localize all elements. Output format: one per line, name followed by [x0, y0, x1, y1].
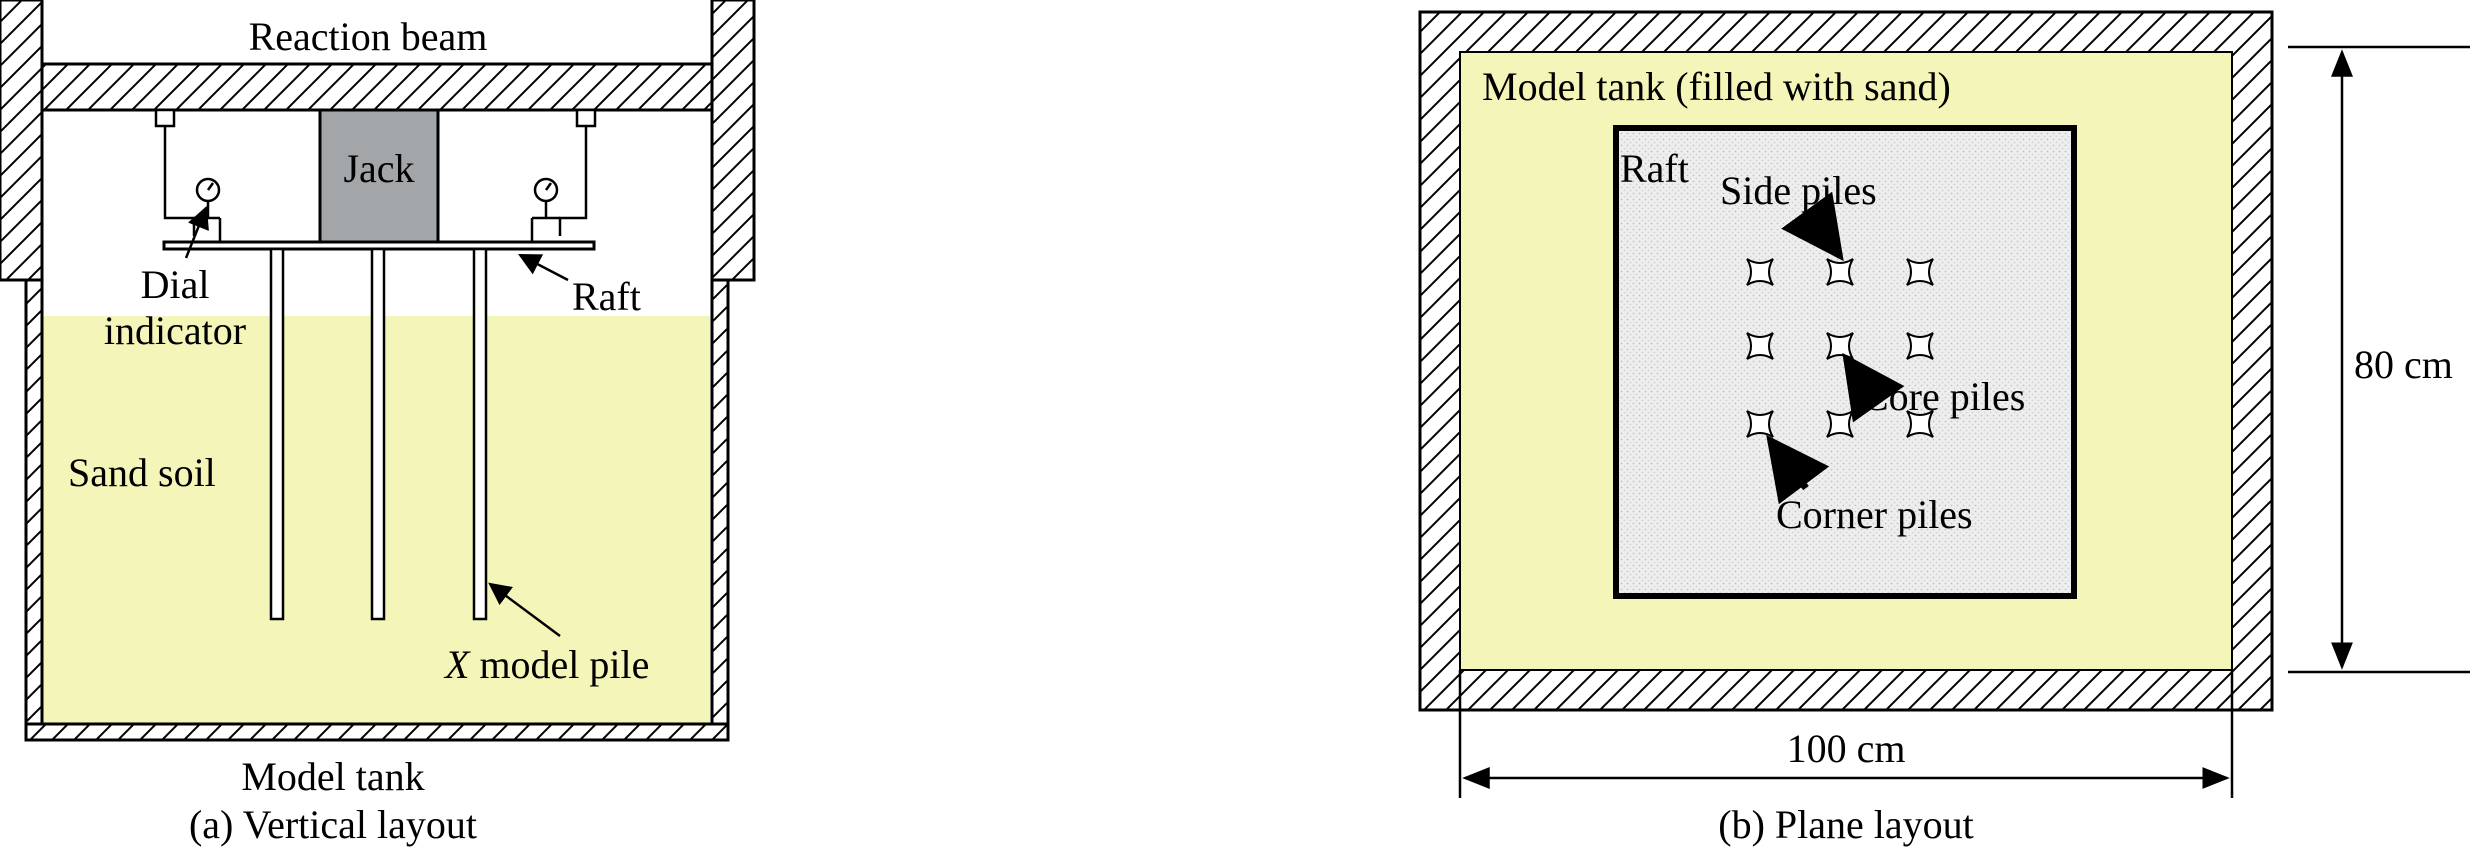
plane-layout-caption: (b) Plane layout — [1718, 802, 1974, 847]
vertical-layout-diagram: Reaction beam Jack Dial indicator Raft S… — [0, 0, 756, 847]
side-pile — [1826, 410, 1854, 438]
dial-label-line1: Dial — [141, 262, 210, 307]
side-piles-arrow — [1781, 191, 1844, 262]
reaction-beam — [40, 62, 714, 112]
dial-indicator-right — [530, 108, 597, 242]
width-dimension-label: 100 cm — [1787, 726, 1906, 771]
model-pile-symbol: X — [443, 642, 471, 687]
tank-bottom — [24, 722, 730, 742]
plane-model-tank-label: Model tank (filled with sand) — [1482, 64, 1951, 109]
height-dimension-label: 80 cm — [2354, 342, 2453, 387]
raft-label: Raft — [572, 274, 641, 319]
corner-piles-label: Corner piles — [1776, 492, 1973, 537]
corner-pile — [1906, 258, 1934, 286]
raft-arrow — [518, 253, 569, 282]
side-pile — [1746, 332, 1774, 360]
model-pile-arrow — [488, 582, 561, 638]
corner-pile — [1746, 258, 1774, 286]
model-pile-center — [370, 247, 386, 621]
dial-indicator-left — [154, 108, 222, 242]
width-dimension — [1458, 670, 2234, 798]
plane-raft-label: Raft — [1620, 146, 1689, 191]
model-pile-right — [472, 247, 488, 621]
height-dimension — [2288, 45, 2470, 674]
jack-label: Jack — [343, 146, 414, 191]
corner-pile — [1746, 410, 1774, 438]
core-pile — [1826, 332, 1854, 360]
plane-layout-diagram: Model tank (filled with sand) Raft Side … — [1418, 10, 2470, 847]
vertical-layout-caption: (a) Vertical layout — [189, 802, 477, 847]
side-pile — [1826, 258, 1854, 286]
model-pile-text: model pile — [469, 642, 649, 687]
core-piles-arrow — [1842, 352, 1905, 423]
model-pile-label: X model pile — [443, 642, 649, 687]
tank-right-wall-upper — [710, 0, 756, 282]
jack — [318, 108, 440, 244]
reaction-beam-label: Reaction beam — [249, 14, 488, 59]
side-piles-label: Side piles — [1720, 168, 1877, 213]
core-piles-label: Core piles — [1862, 374, 2025, 419]
tank-left-wall-lower — [24, 278, 44, 726]
corner-piles-arrow — [1766, 434, 1830, 505]
tank-left-wall-upper — [0, 0, 44, 282]
model-tank-label: Model tank — [241, 754, 424, 799]
tank-right-wall-lower — [710, 278, 730, 726]
sand-soil-label: Sand soil — [68, 450, 216, 495]
dial-label-line2: indicator — [104, 308, 246, 353]
side-pile — [1906, 332, 1934, 360]
model-pile-left — [269, 247, 285, 621]
dial-indicator-arrow — [184, 205, 209, 259]
